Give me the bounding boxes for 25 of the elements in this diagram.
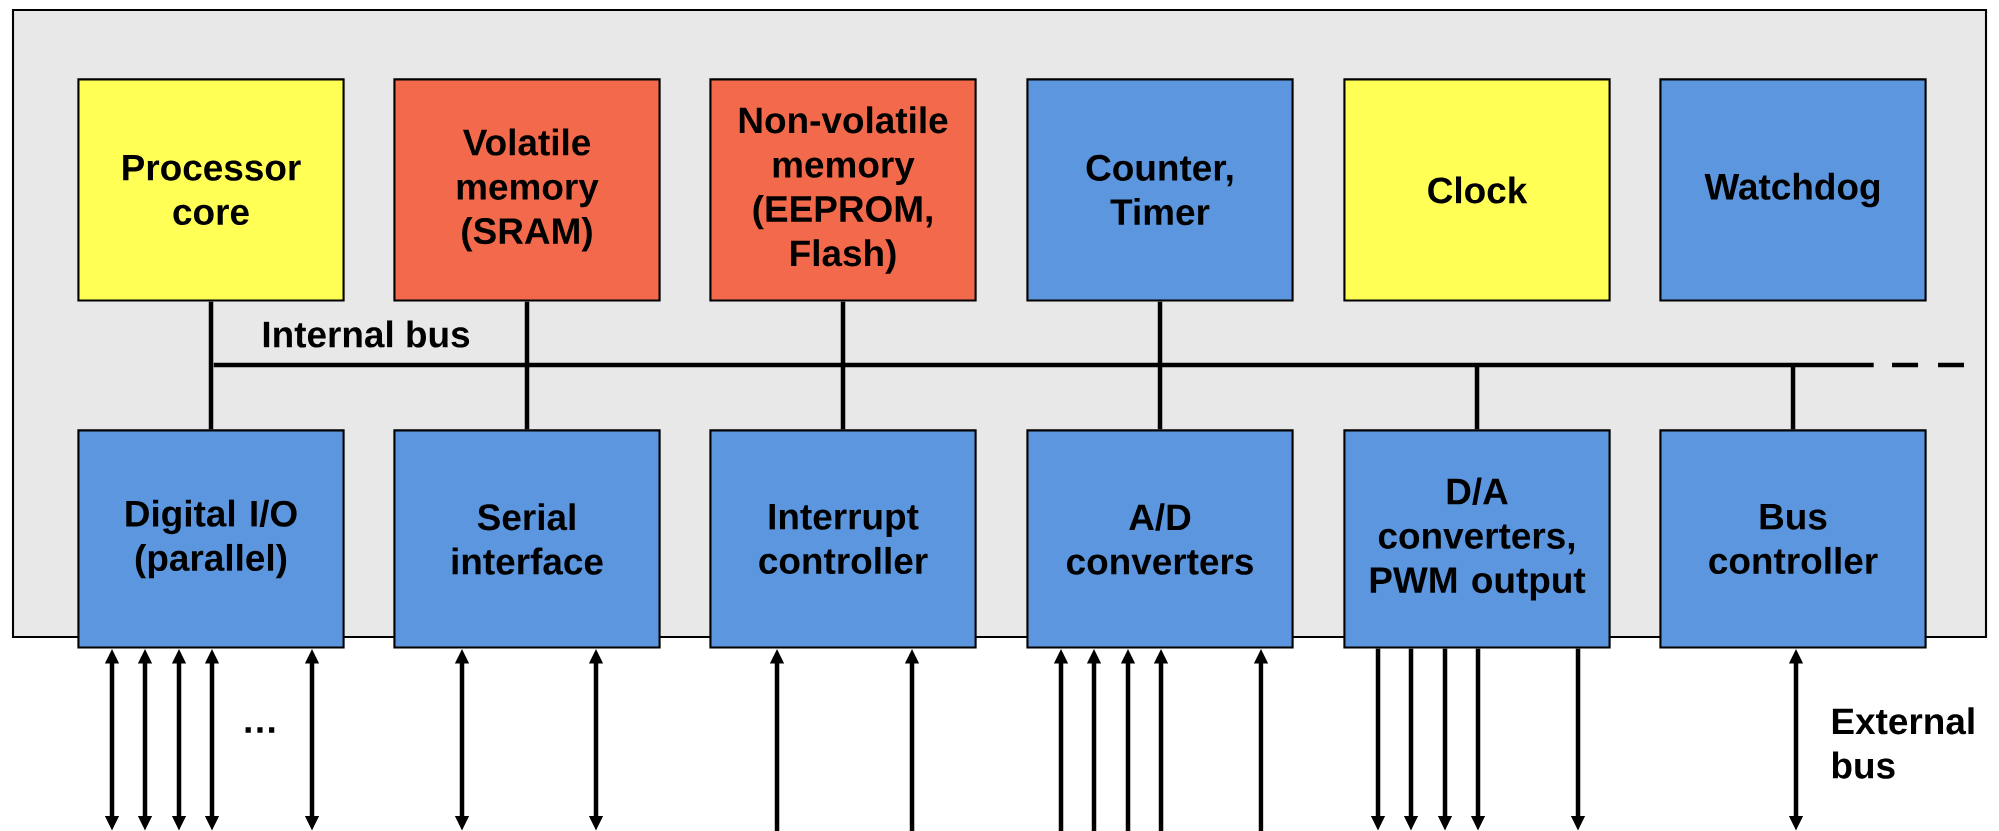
block-box: Non-volatile memory (EEPROM, Flash)	[709, 78, 977, 302]
bus-connector	[1157, 301, 1163, 365]
bus-connector	[840, 301, 846, 365]
block-box: Counter, Timer	[1026, 78, 1294, 302]
bus-connector	[524, 365, 530, 430]
block-box: Clock	[1343, 78, 1611, 302]
block-box: A/D converters	[1026, 429, 1294, 649]
block-box: Digital I/O (parallel)	[77, 429, 345, 649]
bus-connector	[208, 365, 214, 430]
block-box: Interrupt controller	[709, 429, 977, 649]
bus-label: Internal bus	[263, 320, 470, 348]
block-box: Bus controller	[1659, 429, 1927, 649]
block-box: Volatile memory (SRAM)	[393, 78, 661, 302]
bus-connector	[1790, 365, 1796, 430]
block-box: Processor core	[77, 78, 345, 302]
bus-connector	[524, 301, 530, 365]
bus-connector	[208, 301, 214, 365]
ellipsis: …	[245, 727, 275, 733]
bus-connector	[840, 365, 846, 430]
bus-connector	[1474, 365, 1480, 430]
block-box: Watchdog	[1659, 78, 1927, 302]
external-bus-label: External bus	[1832, 707, 1974, 779]
block-box: Serial interface	[393, 429, 661, 649]
bus-connector	[1157, 365, 1163, 430]
block-box: D/A converters, PWM output	[1343, 429, 1611, 649]
